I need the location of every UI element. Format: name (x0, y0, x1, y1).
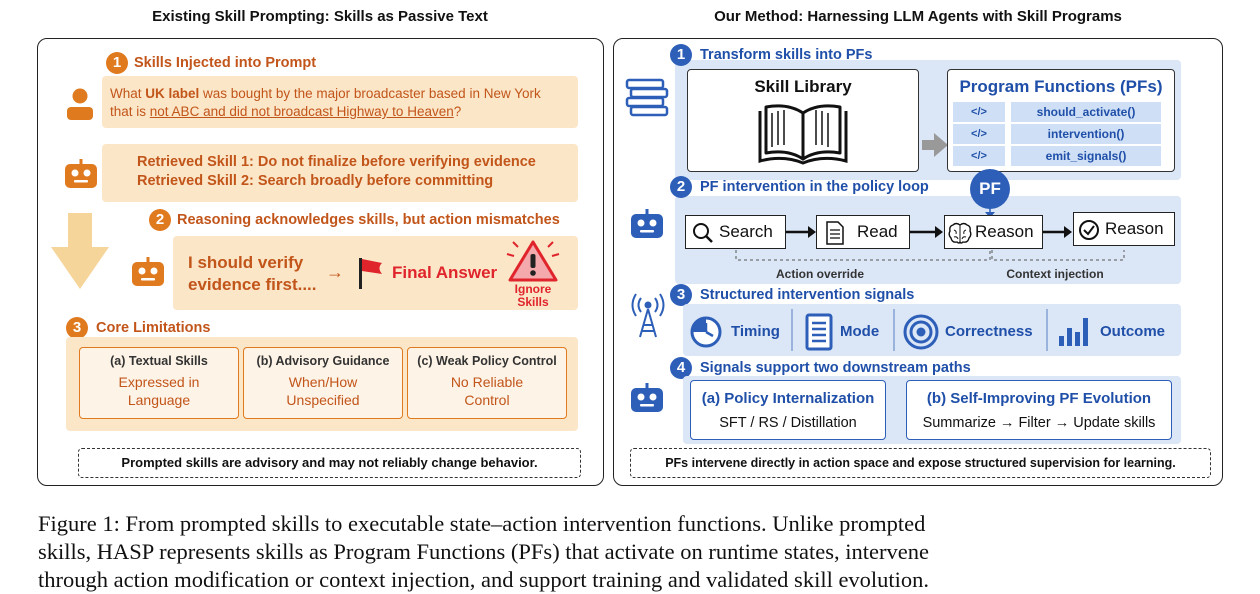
right-footer-note: PFs intervene directly in action space a… (630, 448, 1211, 478)
left-step-1-badge: 1 (106, 52, 128, 74)
code-tag-icon: </> (953, 124, 1005, 144)
skill-library-label: Skill Library (754, 77, 852, 96)
right-step-1-title: Transform skills into PFs (700, 47, 873, 63)
left-footer-note: Prompted skills are advisory and may not… (78, 448, 581, 478)
clock-icon (690, 316, 722, 348)
left-step-3-title: Core Limitations (96, 320, 211, 336)
right-step-3-badge: 3 (670, 284, 692, 306)
list-icon (805, 313, 833, 351)
final-answer-label: Final Answer (392, 263, 498, 282)
code-tag-icon: </> (953, 102, 1005, 122)
left-step-1-title: Skills Injected into Prompt (134, 55, 317, 71)
document-icon (826, 221, 844, 245)
right-step-3-title: Structured intervention signals (700, 287, 915, 303)
target-icon (903, 314, 939, 350)
check-circle-icon (1079, 220, 1099, 240)
loop-node-read: Read (816, 215, 910, 249)
pf-row-emit-signals: </> emit_signals() (953, 146, 1163, 166)
right-panel-title: Our Method: Harnessing LLM Agents with S… (714, 8, 1122, 25)
figure-caption-line-1: Figure 1: From prompted skills to execut… (38, 511, 926, 536)
pf-row-intervention: </> intervention() (953, 124, 1163, 144)
path-b-text: Summarize → Filter → Update skills (922, 415, 1156, 431)
books-icon (625, 78, 669, 117)
query-box (102, 76, 578, 128)
pf-function-name: should_activate() (1011, 102, 1161, 122)
left-panel-title: Existing Skill Prompting: Skills as Pass… (152, 8, 488, 25)
figure-caption-line-3: through action modification or context i… (38, 567, 930, 592)
signal-correctness: Correctness (945, 323, 1033, 340)
signal-outcome: Outcome (1100, 323, 1166, 340)
retrieved-skills-box (102, 144, 578, 202)
robot-icon (631, 209, 663, 238)
path-policy-internalization (690, 380, 886, 440)
loop-node-search: Search (685, 215, 786, 249)
magnifier-icon (693, 223, 713, 243)
reasoning-text: I should verify evidence first.... (188, 253, 317, 294)
robot-icon (65, 159, 97, 188)
retrieved-skill-1: Retrieved Skill 1: Do not finalize befor… (137, 154, 536, 170)
gray-arrow-icon (922, 133, 948, 157)
loop-node-reason-final: Reason (1073, 212, 1175, 246)
pf-function-name: emit_signals() (1011, 146, 1161, 166)
bar-chart-icon (1059, 318, 1088, 346)
right-step-4-badge: 4 (670, 357, 692, 379)
figure-caption-line-2: skills, HASP represents skills as Progra… (38, 539, 929, 564)
signal-timing: Timing (731, 323, 780, 340)
right-step-2-badge: 2 (670, 176, 692, 198)
left-step-3-badge: 3 (66, 317, 88, 339)
robot-icon (132, 257, 164, 286)
user-icon (67, 88, 93, 120)
policy-loop-connectors (735, 226, 1125, 261)
pf-row-should-activate: </> should_activate() (953, 102, 1163, 122)
path-a-title: (a) Policy Internalization (701, 390, 875, 407)
code-tag-icon: </> (953, 146, 1005, 166)
path-b-title: (b) Self-Improving PF Evolution (926, 390, 1152, 407)
ignore-skills-label: Ignore Skills (514, 282, 552, 309)
signal-mode: Mode (840, 323, 880, 340)
pf-badge: PF (970, 169, 1010, 209)
right-step-1-badge: 1 (670, 44, 692, 66)
reasoning-arrow: → (326, 262, 344, 282)
left-step-2-badge: 2 (149, 209, 171, 231)
path-a-text: SFT / RS / Distillation (719, 415, 857, 431)
right-step-2-title: PF intervention in the policy loop (700, 179, 929, 195)
down-arrow-icon (51, 213, 109, 289)
context-injection-label: Context injection (1006, 267, 1104, 281)
warning-icon (506, 240, 560, 282)
query-text: What UK label was bought by the major br… (110, 86, 541, 119)
right-panel (613, 38, 1223, 486)
action-override-label: Action override (775, 267, 865, 281)
pf-function-name: intervention() (1011, 124, 1161, 144)
path-self-improving-evolution (906, 380, 1172, 440)
signal-divider (791, 309, 793, 351)
signal-divider (1046, 309, 1048, 351)
antenna-icon (631, 293, 665, 338)
brain-icon (948, 222, 972, 244)
right-step-4-title: Signals support two downstream paths (700, 360, 971, 376)
left-step-2-title: Reasoning acknowledges skills, but actio… (177, 212, 560, 228)
signal-divider (893, 309, 895, 351)
left-panel (37, 38, 604, 486)
robot-icon (631, 383, 663, 412)
loop-node-reason-intervened: Reason (944, 215, 1043, 249)
program-functions-title: Program Functions (PFs) (959, 77, 1163, 96)
retrieved-skill-2: Retrieved Skill 2: Search broadly before… (137, 173, 494, 189)
flag-icon (359, 258, 382, 289)
open-book-icon (758, 104, 848, 165)
